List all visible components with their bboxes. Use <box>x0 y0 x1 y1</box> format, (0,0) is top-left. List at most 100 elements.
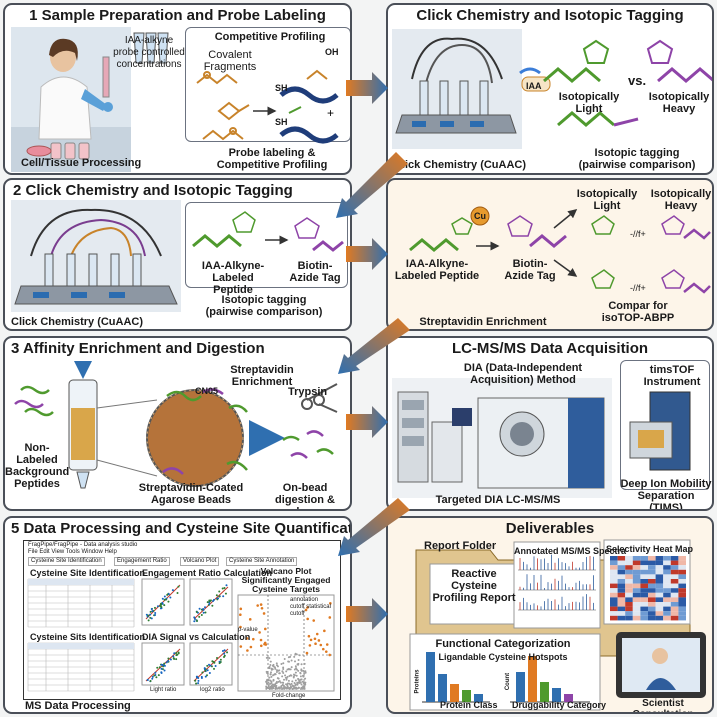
reactive-report-label: Reactive Cysteine Profiling Report <box>432 568 516 604</box>
axis-log-label: log2 ratio <box>200 687 225 693</box>
ms-processing-label: MS Data Processing <box>25 700 131 712</box>
dia-signal-plots <box>141 642 233 686</box>
axis-light-label: Light ratio <box>150 687 177 693</box>
competitive-profiling-box <box>185 27 350 142</box>
panel-title: 1 Sample Preparation and Probe Labeling <box>29 7 326 24</box>
iaa-label: IAA <box>526 81 542 91</box>
heavy-label: Isotopically Heavy <box>648 91 710 115</box>
enrichment-label: Streptavidin Enrichment <box>419 316 547 328</box>
panel-data-processing: 5 Data Processing and Cysteine Site Quan… <box>3 516 352 714</box>
isotopic-tagging-label-2: Isotopic tagging (pairwise comparison) <box>205 294 323 318</box>
timstof-instrument-icon <box>629 391 691 471</box>
affinity-column-illustration <box>14 361 338 489</box>
volcano-annotation: annotation cutoff statistical cutoff <box>290 597 331 617</box>
light-heavy-molecules <box>543 39 712 127</box>
panel-affinity-enrichment: 3 Affinity Enrichment and Digestion Stre… <box>3 336 352 511</box>
biotin-tag-label-2: Biotin-Azide Tag <box>504 258 556 282</box>
plus-f-label-1: -//f+ <box>630 229 646 239</box>
dia-signal-heading: DIA Signal vs Calculation <box>142 632 251 642</box>
isotopic-reaction-scheme <box>409 206 711 294</box>
panel-lcms-acquisition: LC-MS/MS Data Acquisition DIA (Data-Inde… <box>386 336 714 511</box>
site-id-heading: Cysteine Site Identification <box>30 568 146 578</box>
iaa-peptide-label-2: IAA-Alkyne-Labeled Peptide <box>394 258 480 282</box>
sh-label-2: SH <box>275 117 288 127</box>
panel-click-chemistry-top: Click Chemistry and Isotopic Tagging IAA… <box>386 3 714 175</box>
panel-title: 3 Affinity Enrichment and Digestion <box>11 340 265 357</box>
arrow-7-to-8 <box>346 598 388 630</box>
tab-site-id[interactable]: Cysteine Site Identification <box>28 557 105 566</box>
probe-label: IAA-alkyne probe controlled concentratio… <box>113 35 185 70</box>
panel-title: 2 Click Chemistry and Isotopic Tagging <box>13 182 293 199</box>
functional-label: Functional Categorization <box>435 638 571 650</box>
annotated-spectra-label: Annotated MS/MS Spectra <box>514 546 627 556</box>
reaction-scheme <box>192 211 344 252</box>
cell-tissue-label: Cell/Tissue Processing <box>21 157 142 169</box>
targeted-dia-label: Targeted DIA LC-MS/MS <box>435 494 561 506</box>
competitive-profiling-label: Competitive Profiling <box>214 31 326 43</box>
volcano-plot <box>237 594 335 692</box>
click-chemistry-label-2: Click Chemistry (CuAAC) <box>11 316 144 328</box>
probe-tubes-icon <box>133 32 169 64</box>
fragment-molecules-icon: + <box>196 69 339 144</box>
cn05-label: CN05 <box>195 386 219 396</box>
software-window[interactable]: FragPipe/FragPipe - Data analysis studio… <box>23 540 341 700</box>
druggability-label: Druggability Category <box>512 700 607 710</box>
timstof-label: timsTOF Instrument <box>643 364 701 388</box>
light-label-2: Isotopically Light <box>576 188 638 212</box>
digestion-label: On-bead digestion & release <box>275 482 335 509</box>
scientist-illustration <box>11 27 131 172</box>
streptavidin-enrichment-label: Streptavidin Enrichment <box>230 364 294 388</box>
arrow-1-to-2 <box>346 72 388 104</box>
tab-engagement[interactable]: Engagement Ratio <box>114 557 170 566</box>
sites-id2-heading: Cysteine Sits Identification <box>30 632 146 642</box>
ligandable-label: Ligandable Cysteine Hotspots <box>438 652 568 662</box>
background-peptides-label: Non-Labeled Background Peptides <box>5 442 70 490</box>
covalent-fragments-label: Covalent Fragments <box>203 49 257 73</box>
panel-title: Deliverables <box>505 520 595 537</box>
lcms-instrument-illustration <box>392 378 612 498</box>
scientist-label: Scientist Consultation Session <box>632 698 693 712</box>
volcano-heading: Volcano Plot Significantly Engaged Cyste… <box>241 566 331 594</box>
site-table-1 <box>27 578 135 628</box>
tab-annotation[interactable]: Cysteine Site Annotation <box>226 557 298 566</box>
volcano-xlabel: Fold-change <box>272 693 306 699</box>
click-chemistry-apparatus-2 <box>11 200 181 312</box>
sh-label-1: SH <box>275 83 288 93</box>
protein-class-label: Protein Class <box>440 700 498 710</box>
panel-title: Click Chemistry and Isotopic Tagging <box>416 7 684 24</box>
panel-title: 5 Data Processing and Cysteine Site Quan… <box>11 520 352 537</box>
tims-label: Deep Ion Mobility Separation (TIMS) <box>620 478 712 511</box>
panel-streptavidin-enrichment: Cu Isotopically Light Isotopically Heavy… <box>386 178 714 331</box>
trypsin-label: Trypsin <box>288 386 328 398</box>
tab-bar: Cysteine Site Identification Engagement … <box>28 557 338 566</box>
biotin-tag-label: Biotin-Azide Tag <box>289 260 341 284</box>
probe-labeling-label: Probe labeling & Competitive Profiling <box>216 147 328 171</box>
count-axis-label: Count <box>505 672 512 691</box>
arrow-3-to-4 <box>346 238 388 270</box>
click-chemistry-apparatus <box>392 29 522 149</box>
panel-sample-preparation: 1 Sample Preparation and Probe Labeling … <box>3 3 352 175</box>
engagement-scatter-plots <box>141 578 233 626</box>
cu-label: Cu <box>474 211 486 221</box>
volcano-ylabel: p-value <box>238 627 258 633</box>
panel-deliverables: Deliverables Report Folder Reactive Cyst… <box>386 516 714 714</box>
isotop-compar-label: Compar for isoTOP-ABPP <box>601 300 675 324</box>
proteins-axis-label: Proteins <box>414 669 421 694</box>
report-folder-illustration <box>409 539 706 711</box>
panel-title: LC-MS/MS Data Acquisition <box>451 340 649 357</box>
tab-volcano[interactable]: Volcano Plot <box>180 557 220 566</box>
oh-label: OH <box>325 47 339 57</box>
menu-bar[interactable]: File Edit View Tools Window Help <box>28 549 117 555</box>
arrow-5-to-6 <box>346 406 388 438</box>
window-title: FragPipe/FragPipe - Data analysis studio <box>28 542 138 548</box>
click-chemistry-label: Click Chemistry (CuAAC) <box>394 159 527 171</box>
panel-click-chemistry-2: 2 Click Chemistry and Isotopic Tagging I… <box>3 178 352 331</box>
report-folder-label: Report Folder <box>424 540 497 552</box>
iaa-peptide-label: IAA-Alkyne-Labeled Peptide <box>201 260 265 296</box>
site-table-2 <box>27 642 135 692</box>
engagement-heading: Engagement Ratio Calculation <box>142 568 273 578</box>
light-label: Isotopically Light <box>558 91 620 115</box>
heatmap-label: Selectivity Heat Map <box>606 544 694 554</box>
beads-label: Streptavidin-Coated Agarose Beads <box>138 482 244 506</box>
vs-label: vs. <box>628 73 647 88</box>
